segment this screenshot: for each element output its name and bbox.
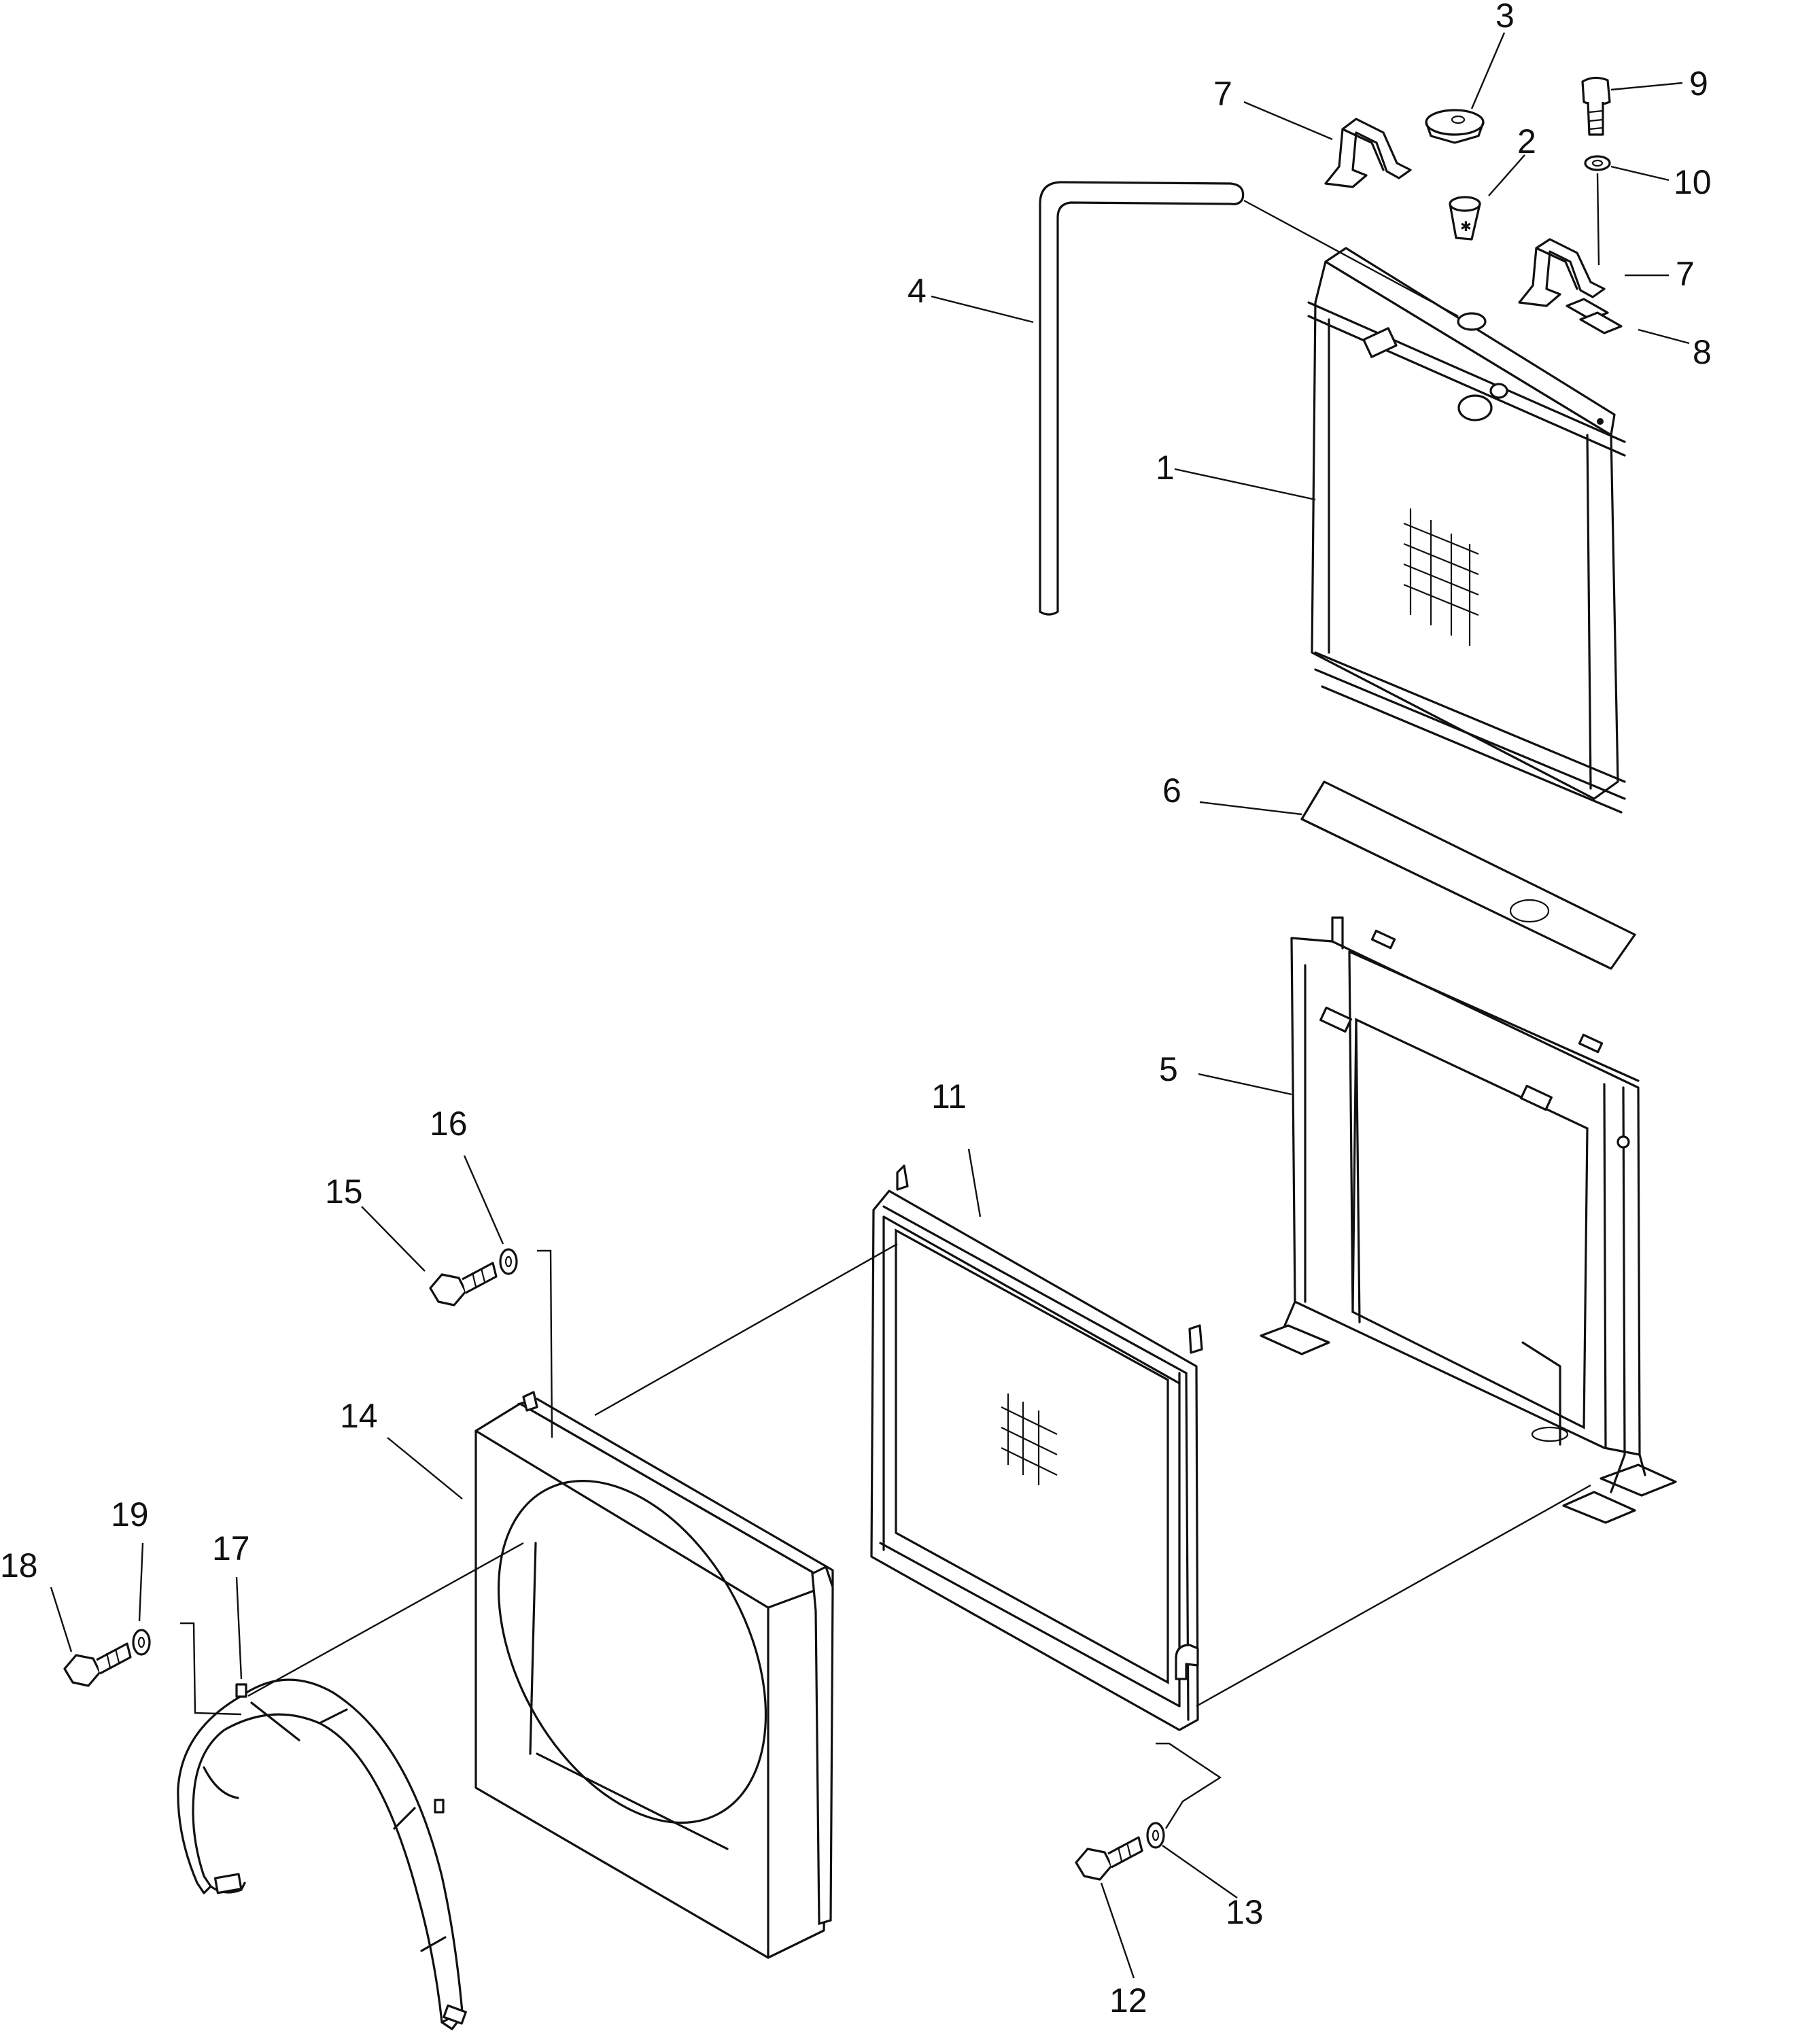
bolt-part-18	[63, 1642, 132, 1687]
bolt-part-12	[1075, 1836, 1143, 1881]
part-number-labels: 1 2 3 4 5 6 7 7 8 9 10 11 12 13 14 15 16…	[0, 0, 1712, 2020]
label-7-right: 7	[1676, 255, 1695, 293]
support-frame-part-5	[1260, 916, 1677, 1524]
label-4: 4	[907, 272, 927, 310]
washer-part-19	[132, 1629, 151, 1656]
label-17: 17	[212, 1529, 250, 1567]
leader-lines	[50, 32, 1690, 1979]
fan-guard-part-17	[177, 1678, 467, 2030]
label-15: 15	[325, 1173, 363, 1211]
washer-part-16	[499, 1248, 518, 1275]
label-12: 12	[1109, 1981, 1147, 2020]
bolt-part-15	[429, 1262, 498, 1306]
bracket-part-7-left	[1324, 118, 1412, 188]
label-8: 8	[1693, 333, 1712, 371]
label-14: 14	[340, 1397, 378, 1435]
assembly-guide-lines	[180, 173, 1600, 1829]
label-1: 1	[1156, 449, 1175, 487]
label-9: 9	[1689, 65, 1708, 103]
washer-part-10	[1584, 155, 1611, 171]
label-10: 10	[1674, 163, 1712, 201]
plate-part-8	[1566, 298, 1623, 334]
filler-neck-part-2: ✱	[1449, 196, 1481, 241]
label-2: 2	[1517, 122, 1536, 160]
seal-strip-part-6	[1300, 780, 1636, 970]
radiator-part-1	[1307, 247, 1626, 814]
radiator-cap-part-3	[1425, 109, 1485, 144]
label-18: 18	[0, 1546, 38, 1584]
label-5: 5	[1159, 1050, 1178, 1088]
label-7-top: 7	[1213, 75, 1232, 113]
label-6: 6	[1162, 772, 1181, 810]
label-13: 13	[1226, 1893, 1264, 1931]
label-16: 16	[430, 1105, 468, 1143]
bolt-part-9	[1581, 76, 1611, 136]
bracket-part-7-right	[1518, 238, 1606, 307]
svg-text:✱: ✱	[1460, 220, 1472, 235]
overflow-hose-part-4	[1039, 181, 1245, 616]
label-3: 3	[1496, 0, 1515, 35]
label-11: 11	[931, 1077, 967, 1115]
label-19: 19	[111, 1495, 149, 1534]
washer-part-13	[1146, 1822, 1165, 1849]
fan-shroud-part-14	[474, 1391, 834, 1959]
screen-part-11	[870, 1164, 1203, 1731]
